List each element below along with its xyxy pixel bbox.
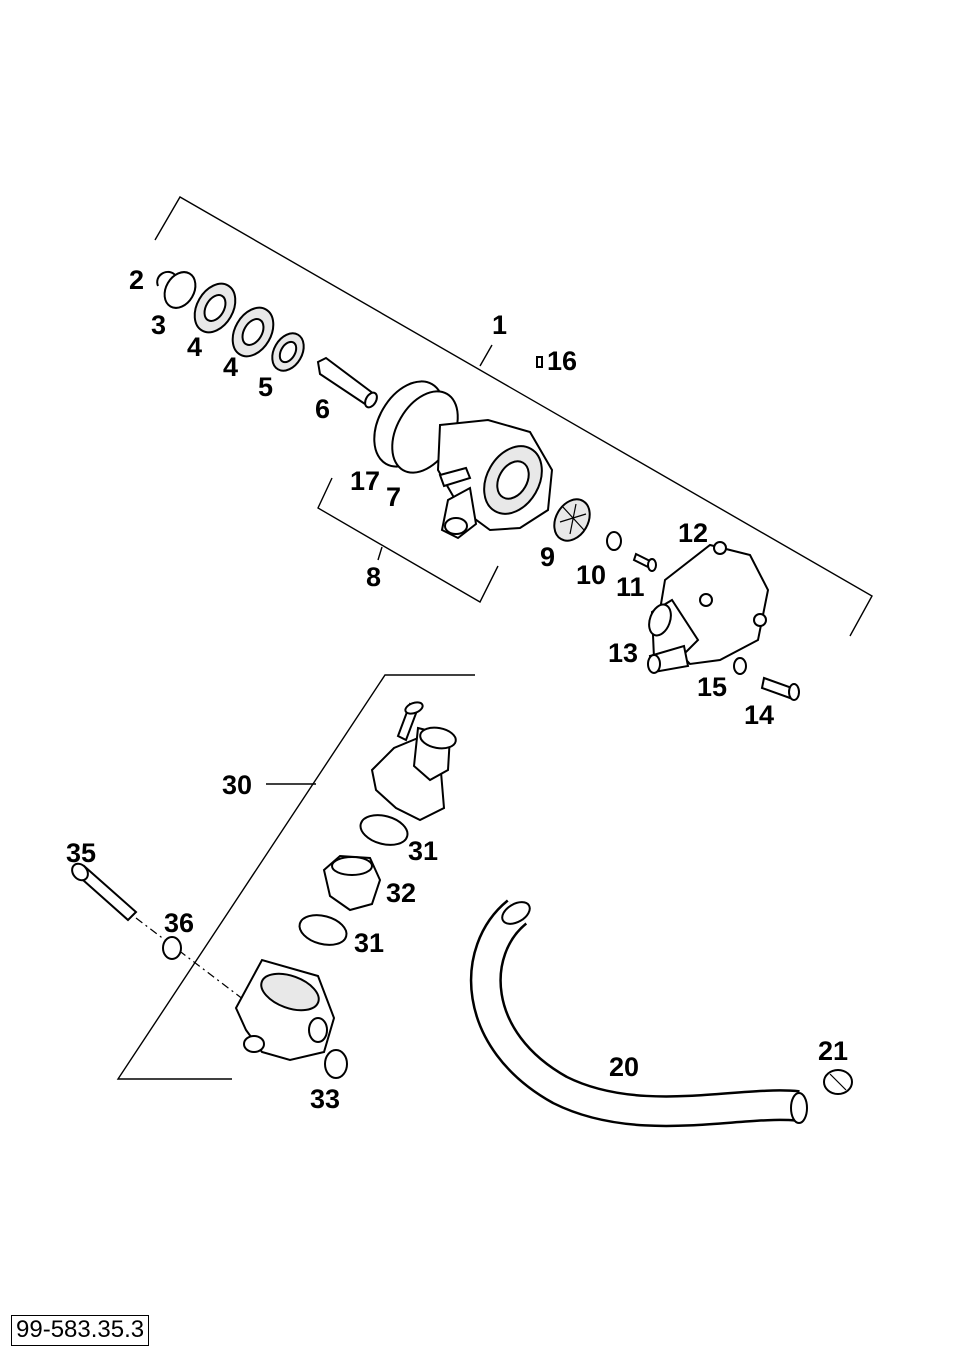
label-part-2: 2	[129, 265, 144, 295]
label-part-14: 14	[744, 700, 774, 730]
label-part-5: 5	[258, 372, 273, 402]
label-part-31a: 31	[408, 836, 438, 866]
label-part-21: 21	[818, 1036, 848, 1066]
label-part-31b: 31	[354, 928, 384, 958]
thermostat-housing	[234, 958, 336, 1062]
label-part-33: 33	[310, 1084, 340, 1114]
label-part-7: 7	[386, 482, 401, 512]
centerline-bolt-35	[135, 917, 253, 1007]
label-part-12: 12	[678, 518, 708, 548]
bearing-part-4b	[231, 306, 275, 358]
clamp-part-21	[823, 1069, 853, 1095]
thermostat-part-32	[322, 854, 382, 912]
oring-part-33	[324, 1049, 348, 1079]
label-part-10: 10	[576, 560, 606, 590]
label-part-8: 8	[366, 562, 381, 592]
washer-part-10	[606, 531, 622, 551]
bolt-part-14	[760, 676, 800, 701]
label-part-36: 36	[164, 908, 194, 938]
pump-outlet-part-13	[647, 598, 700, 674]
screw-thermostat-cover	[396, 701, 424, 742]
label-part-13: 13	[608, 638, 638, 668]
label-part-35: 35	[66, 838, 96, 868]
bracket-part-1	[154, 196, 873, 637]
bracket-part-30	[116, 674, 475, 1080]
impeller-part-9	[553, 498, 591, 542]
label-part-6: 6	[315, 394, 330, 424]
label-part-4b: 4	[223, 352, 238, 382]
label-part-11: 11	[616, 572, 645, 602]
reference-code: 99-583.35.3	[11, 1315, 150, 1346]
bearing-part-4a	[193, 282, 237, 334]
oring-part-31a	[359, 814, 409, 846]
thermostat-cover	[370, 726, 457, 822]
ring-part-3	[163, 271, 197, 309]
screw-part-11	[632, 552, 657, 572]
label-part-3: 3	[151, 310, 166, 340]
bolt-part-35	[71, 862, 138, 922]
label-part-15: 15	[697, 672, 727, 702]
label-part-17: 17	[350, 466, 380, 496]
leader-part-1	[479, 344, 493, 367]
leader-part-8	[377, 546, 383, 561]
label-part-30: 30	[222, 770, 252, 800]
washer-part-36	[162, 936, 182, 960]
pump-housing-part-8	[436, 418, 554, 540]
label-part-4a: 4	[187, 332, 202, 362]
shaft-part-6	[316, 356, 378, 409]
label-part-16: 16	[547, 346, 577, 376]
label-part-32: 32	[386, 878, 416, 908]
label-part-20: 20	[609, 1052, 639, 1082]
oring-part-15	[733, 657, 747, 675]
label-part-1: 1	[492, 310, 507, 340]
pin-part-16	[536, 356, 543, 368]
bracket-part-8	[317, 477, 499, 603]
label-part-9: 9	[540, 542, 555, 572]
oring-part-31b	[298, 914, 348, 946]
seal-part-5	[271, 332, 305, 372]
hose-part-20	[469, 899, 808, 1128]
